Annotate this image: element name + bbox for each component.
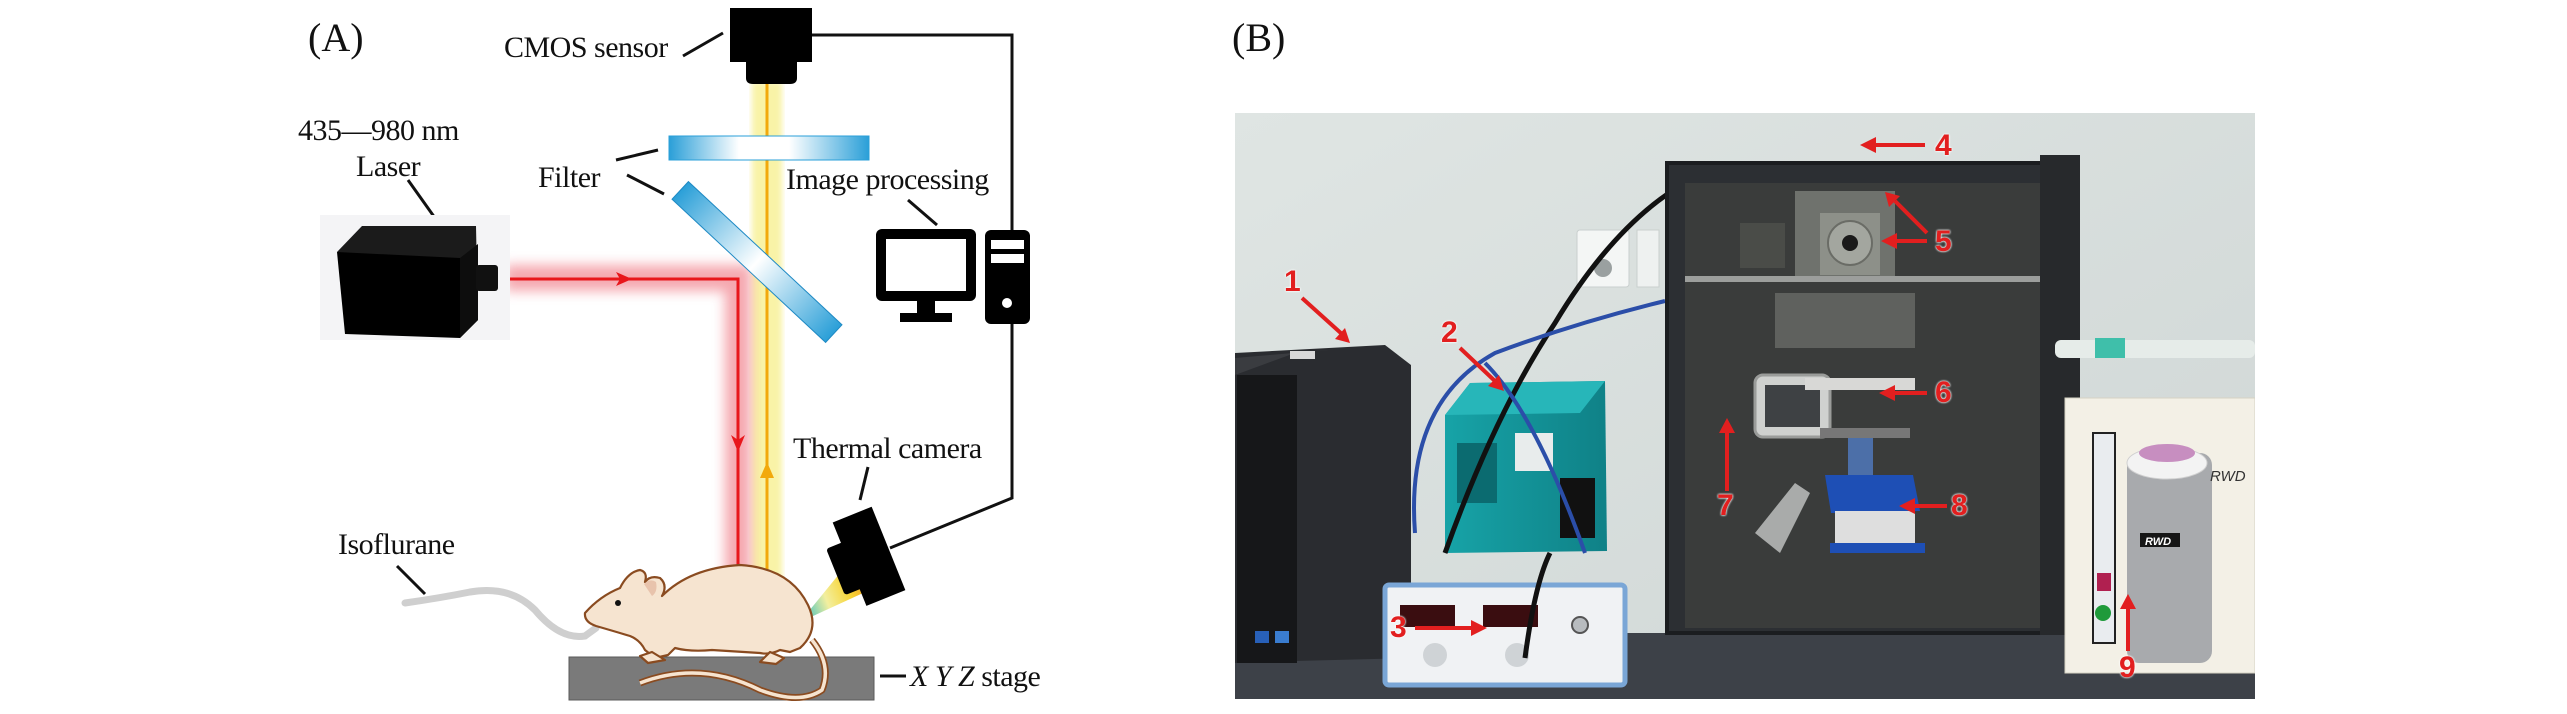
panel-b-photo: RWD RWD 1 2 3 4 5 6 7 8 9 [1235,113,2255,699]
image-processing-leader [907,198,938,227]
isoflurane-leader [395,564,427,596]
filter-leader-bottom [626,173,665,196]
panel-a-label: (A) [308,15,364,60]
dc-power-supply [1382,582,1628,688]
callout-6: 6 [1935,376,1952,409]
lab-jack [1825,475,1920,513]
thermal-camera-icon [800,506,906,622]
stage-axes-text: X Y Z [910,660,975,693]
laser-label: Laser [356,150,421,183]
laser-arrow-down [731,435,745,452]
callout-9: 9 [2119,651,2136,684]
callout-4: 4 [1935,129,1952,162]
image-processing-label: Image processing [786,163,989,196]
laser-beam [510,277,740,620]
isoflurane-tube [401,586,600,640]
filter-label: Filter [538,161,601,194]
rwd-logo: RWD [2210,468,2246,485]
setup-photo-drawing: RWD RWD [1235,113,2255,699]
emission-filter [668,135,870,161]
callout-7: 7 [1717,489,1734,522]
thermal-camera-label: Thermal camera [793,432,982,465]
laser-leader [406,179,437,219]
panel-b-label: (B) [1232,15,1286,60]
panel-a-schematic: (A) CMOS sensor 435—980 nm Laser Filter … [0,0,1230,709]
xyz-stage-label: X Y Z stage [910,660,1041,693]
cmos-sensor-icon [730,8,812,84]
isoflurane-label: Isoflurane [338,528,455,561]
callout-2: 2 [1441,316,1458,349]
filter-leader-top [615,148,659,162]
imaging-enclosure [1665,155,2080,635]
schematic-drawing [320,8,1030,701]
emission-beam-arrow [760,462,774,478]
laser-beam-glow [505,265,751,620]
annotation-arrows [1300,137,2136,651]
cmos-sensor-label: CMOS sensor [504,31,668,64]
rwd-logo-small: RWD [2145,536,2171,548]
pc-tower [1235,345,1411,663]
enclosure-shelf [1685,276,2040,282]
stage-word-text: stage [981,660,1041,693]
callout-5: 5 [1935,225,1952,258]
callout-8: 8 [1951,489,1968,522]
laser-wavelength-label: 435—980 nm [298,114,459,147]
dichroic-filter [671,180,843,344]
callout-3: 3 [1390,611,1407,644]
anesthesia-machine: RWD RWD [2055,338,2255,674]
computer-icon [876,229,1030,324]
rat-illustration [583,563,829,701]
blue-cable [1412,299,1666,534]
cmos-to-computer-wire [812,33,1014,232]
computer-to-thermal-wire [889,324,1014,550]
cmos-leader [682,31,724,58]
laser-device-icon [320,215,510,340]
laser-arrow-right [616,272,632,286]
callout-1: 1 [1284,265,1301,298]
thermal-camera-leader [858,466,870,501]
teal-power-unit [1445,381,1607,553]
